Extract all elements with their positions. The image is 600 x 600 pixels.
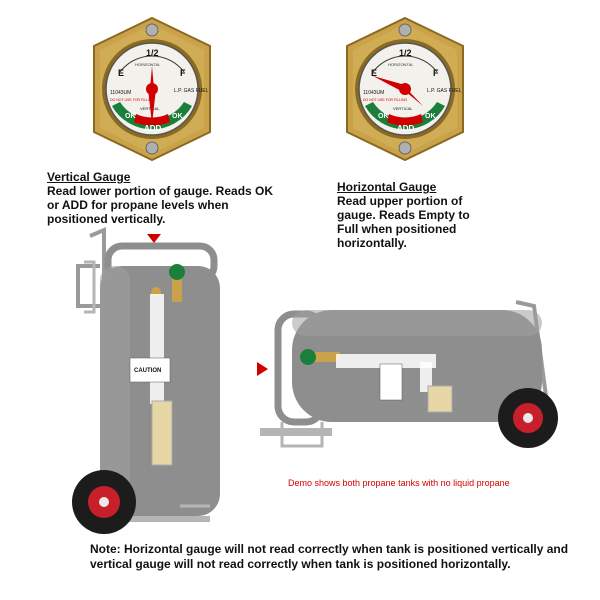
red-arrow-down-icon <box>147 234 161 243</box>
svg-text:HORIZONTAL: HORIZONTAL <box>135 62 161 67</box>
horizontal-gauge-caption: Horizontal Gauge Read upper portion of g… <box>337 180 487 250</box>
svg-text:11043UM: 11043UM <box>363 90 384 96</box>
vertical-gauge-caption: Vertical Gauge Read lower portion of gau… <box>47 170 277 226</box>
demo-note: Demo shows both propane tanks with no li… <box>288 478 510 488</box>
needle-icon <box>148 89 156 124</box>
svg-text:DO NOT USE FOR FILLING: DO NOT USE FOR FILLING <box>363 98 408 102</box>
screw-icon <box>145 141 159 155</box>
gauge-ok-right: OK <box>172 113 183 120</box>
svg-text:DO NOT USE FOR FILLING: DO NOT USE FOR FILLING <box>110 98 155 102</box>
screw-icon <box>398 23 412 37</box>
horizontal-gauge-title: Horizontal Gauge <box>337 180 437 194</box>
gauge-ok-left: OK <box>125 113 136 120</box>
svg-text:L.P. GAS FUEL: L.P. GAS FUEL <box>174 88 209 94</box>
svg-text:E: E <box>118 68 124 78</box>
svg-text:OK: OK <box>378 113 389 120</box>
screw-icon <box>398 141 412 155</box>
vertical-gauge-title: Vertical Gauge <box>47 170 131 184</box>
vertical-gauge-description: Read lower portion of gauge. Reads OK or… <box>47 184 274 226</box>
svg-text:OK: OK <box>425 113 436 120</box>
red-arrow-right-icon <box>257 362 268 376</box>
svg-text:CAUTION: CAUTION <box>134 368 161 374</box>
float-icon <box>427 385 453 413</box>
gauge-add: ADD <box>144 124 162 133</box>
svg-text:F: F <box>433 68 439 78</box>
valve-handle-icon <box>300 349 316 365</box>
float-icon <box>151 400 173 466</box>
svg-text:VERTICAL: VERTICAL <box>140 106 160 111</box>
vertical-tank-illustration: CAUTION <box>72 226 220 534</box>
caution-label <box>129 357 171 383</box>
svg-text:VERTICAL: VERTICAL <box>393 106 413 111</box>
svg-text:HORIZONTAL: HORIZONTAL <box>388 62 414 67</box>
needle-icon <box>373 76 405 93</box>
vertical-gauge: OK ADD OK 1/2 E F HORIZONTAL 11043UM DO … <box>93 16 211 162</box>
svg-text:11043UM: 11043UM <box>110 90 131 96</box>
positioning-note: Note: Horizontal gauge will not read cor… <box>90 542 569 571</box>
valve-handle-icon <box>169 264 185 280</box>
horizontal-gauge: OK ADD OK 1/2 E F HORIZONTAL 11043UM DO … <box>346 16 464 162</box>
svg-text:ADD: ADD <box>397 124 415 133</box>
horizontal-gauge-description: Read upper portion of gauge. Reads Empty… <box>337 194 470 250</box>
svg-text:L.P. GAS FUEL: L.P. GAS FUEL <box>427 88 462 94</box>
screw-icon <box>145 23 159 37</box>
svg-text:F: F <box>180 68 186 78</box>
svg-text:1/2: 1/2 <box>399 48 412 58</box>
svg-text:1/2: 1/2 <box>146 48 159 58</box>
svg-text:E: E <box>371 68 377 78</box>
horizontal-tank-illustration <box>257 300 558 448</box>
